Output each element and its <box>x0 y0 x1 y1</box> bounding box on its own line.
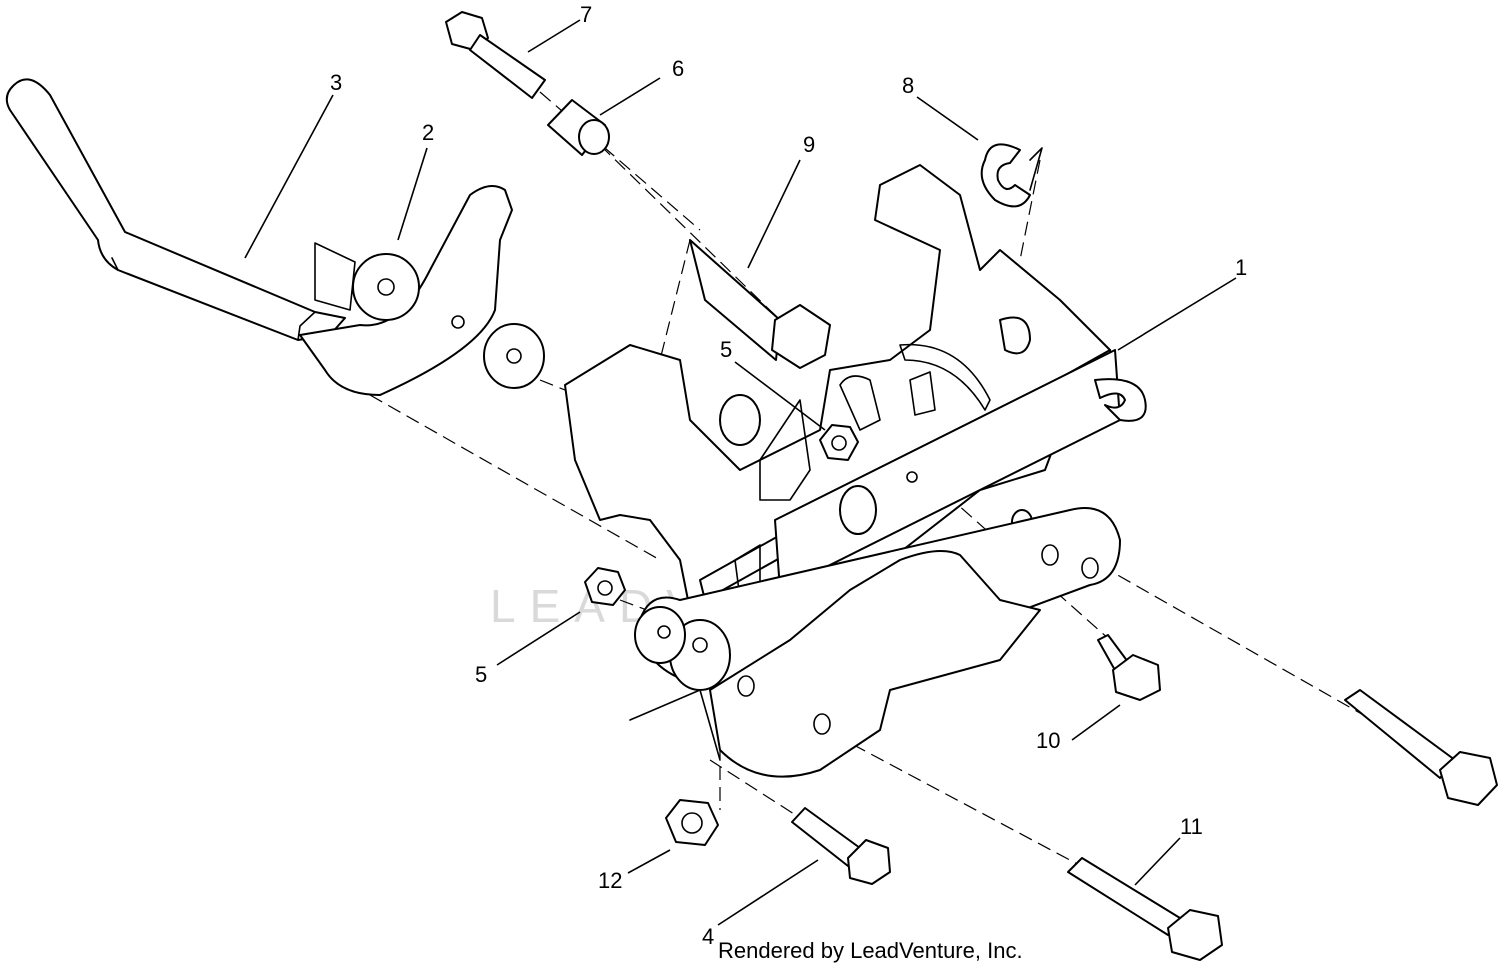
callout-5-upper: 5 <box>720 337 732 362</box>
callout-7: 7 <box>580 2 592 27</box>
part-11-long-bolt-lower <box>1067 857 1223 961</box>
callout-12: 12 <box>598 868 622 893</box>
part-12-nut <box>665 799 719 846</box>
part-4-bolt <box>791 807 891 885</box>
part-11-long-bolt-right <box>1344 689 1498 806</box>
callout-9: 9 <box>803 132 815 157</box>
callout-6: 6 <box>672 56 684 81</box>
part-6-spacer <box>547 99 610 156</box>
part-5-upper-nut <box>819 424 859 461</box>
leader-lines <box>244 19 1237 926</box>
callout-5-lower: 5 <box>475 662 487 687</box>
callout-10: 10 <box>1036 728 1060 753</box>
callout-1: 1 <box>1235 255 1247 280</box>
part-3-pedal-arm <box>5 78 346 341</box>
callout-3: 3 <box>330 70 342 95</box>
callout-2: 2 <box>422 120 434 145</box>
part-10-flange-bolt <box>1097 634 1161 701</box>
callouts: 7 6 3 2 9 8 1 5 5 10 11 12 4 <box>330 2 1247 949</box>
part-lower-link-bracket <box>634 507 1121 778</box>
part-1-main-frame <box>564 164 1147 641</box>
callout-4: 4 <box>702 924 714 949</box>
callout-11: 11 <box>1180 814 1203 839</box>
part-7-bolt <box>445 11 546 99</box>
part-8-e-clip <box>980 143 1043 208</box>
callout-8: 8 <box>902 73 914 98</box>
credit-text: Rendered by LeadVenture, Inc. <box>718 938 1023 963</box>
part-5-lower-nut <box>584 567 626 606</box>
part-2-pedal-bracket <box>299 185 545 396</box>
